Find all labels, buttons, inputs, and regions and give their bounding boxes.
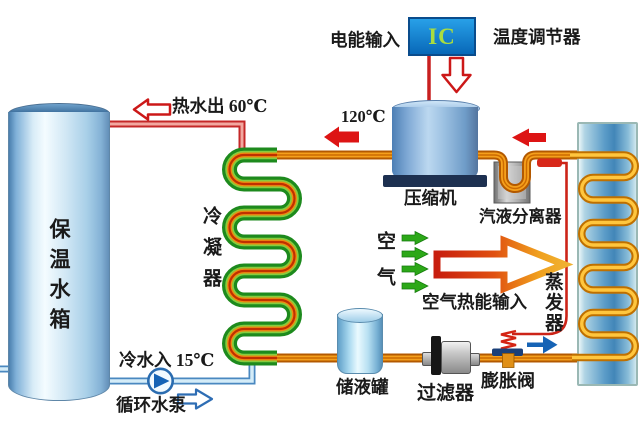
air-arrow-icon [401, 230, 429, 246]
water-tank [8, 112, 110, 401]
hot-water-arrow-icon [132, 98, 172, 121]
evaporator-panel [577, 122, 638, 386]
receiver-label: 储液罐 [336, 377, 389, 397]
compressor-base [383, 175, 487, 187]
discharge-flow-arrow-icon [324, 126, 359, 148]
valve-fitting [502, 353, 515, 368]
expansion-valve-label: 膨胀阀 [481, 371, 535, 391]
air-heat-input-label: 空气热能输入 [422, 292, 527, 312]
expansion-valve [492, 329, 523, 368]
air-heat-input-arrow-icon [433, 235, 574, 294]
condenser-coil [222, 147, 302, 366]
filter-body [441, 341, 471, 374]
air-label: 空气 [373, 231, 395, 303]
evaporator-flow-arrow-icon [527, 336, 558, 354]
ic-controller: IC [408, 17, 476, 56]
suction-flow-arrow-icon [512, 128, 546, 147]
compressor-body [392, 107, 478, 178]
pump-flow-arrow-icon [176, 388, 214, 410]
discharge-temp-label: 120℃ [341, 107, 386, 126]
liquid-receiver [337, 314, 383, 374]
condenser-label: 冷凝器 [199, 206, 221, 299]
air-arrow-icon [401, 261, 429, 277]
filter-label: 过滤器 [417, 383, 475, 404]
valve-body [492, 348, 523, 356]
suction-pipe [476, 150, 580, 193]
separator-label: 汽液分离器 [479, 207, 562, 226]
evaporator-label: 蒸发器 [542, 272, 563, 334]
air-arrow-icon [401, 246, 429, 262]
cold-water-in-label: 冷水入 15℃ [119, 350, 215, 370]
air-flow-arrows [401, 230, 429, 294]
water-tank-label: 保温水箱 [47, 218, 72, 338]
air-arrow-icon [401, 278, 429, 294]
hot-water-out-label: 热水出 60℃ [172, 96, 268, 116]
ic-label: IC [428, 23, 456, 49]
power-down-arrow-icon [441, 56, 472, 94]
evaporator-coil [570, 151, 639, 362]
liquid-receiver-top [337, 308, 383, 323]
hot-water-pipe [108, 120, 246, 152]
electric-input-label: 电能输入 [330, 30, 400, 50]
sensing-line [512, 158, 568, 336]
filter-flange [431, 336, 441, 375]
temp-controller-label: 温度调节器 [493, 27, 581, 47]
circulation-pump-icon [147, 367, 175, 395]
compressor-label: 压缩机 [404, 188, 457, 208]
circulation-pump-label: 循环水泵 [116, 395, 186, 415]
